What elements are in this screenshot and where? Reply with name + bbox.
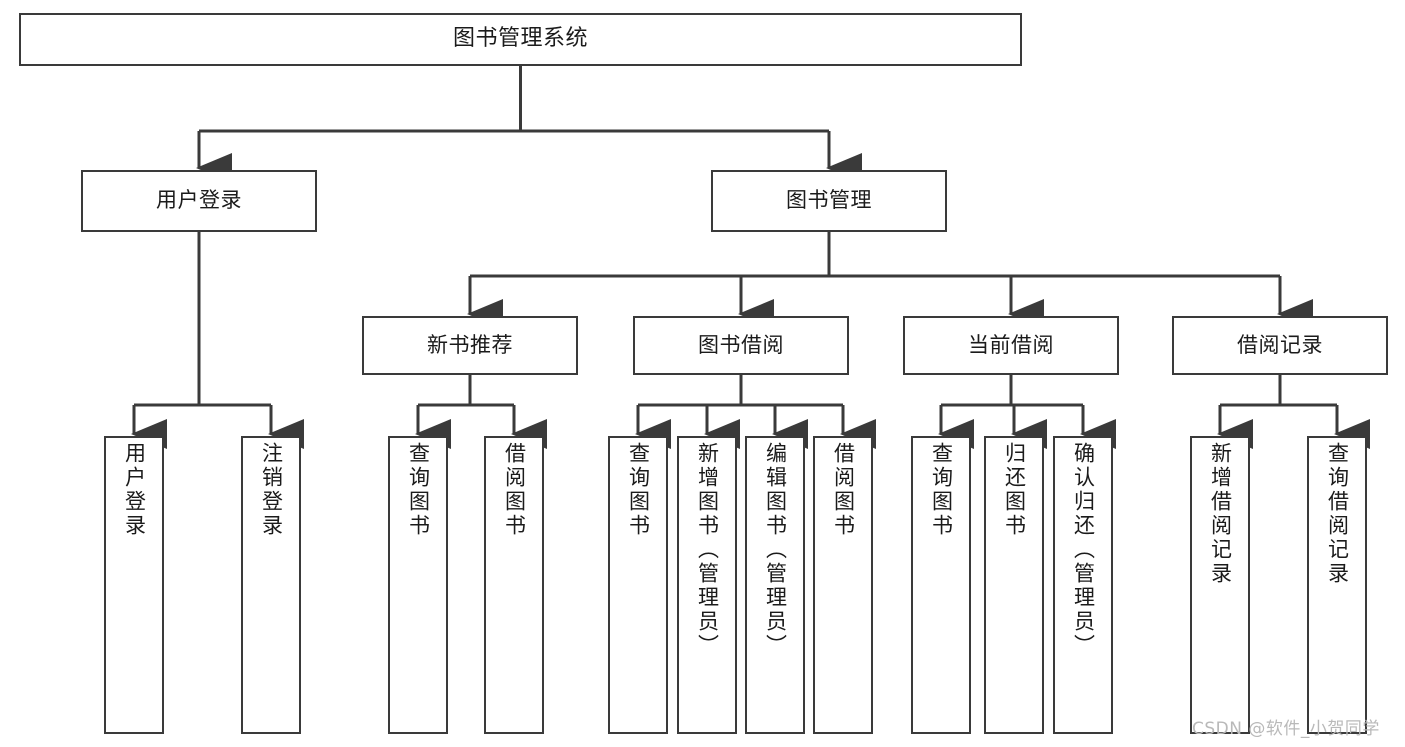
node-leaf-user-login[interactable]: 用户登录	[104, 436, 164, 734]
node-leaf-borrow-book-rec[interactable]: 借阅图书	[484, 436, 544, 734]
node-leaf-add-book[interactable]: 新增图书（管理员）	[677, 436, 737, 734]
node-label: 用户登录	[156, 188, 242, 213]
node-label: 编辑图书（管理员）	[763, 442, 788, 658]
node-label: 借阅图书	[502, 442, 527, 538]
node-label: 查询图书	[406, 442, 431, 538]
node-user-login[interactable]: 用户登录	[81, 170, 317, 232]
node-leaf-user-logout[interactable]: 注销登录	[241, 436, 301, 734]
node-root[interactable]: 图书管理系统	[19, 13, 1022, 66]
node-label: 当前借阅	[968, 332, 1054, 357]
node-leaf-query-book-cur[interactable]: 查询图书	[911, 436, 971, 734]
node-leaf-query-book-rec[interactable]: 查询图书	[388, 436, 448, 734]
node-label: 用户登录	[122, 442, 147, 538]
node-new-book-rec[interactable]: 新书推荐	[362, 316, 578, 375]
csdn-watermark: CSDN @软件_小贺同学	[1192, 719, 1380, 739]
node-label: 借阅记录	[1237, 332, 1323, 357]
node-label: 图书管理	[786, 188, 872, 213]
node-label: 图书借阅	[698, 332, 784, 357]
node-label: 新增图书（管理员）	[695, 442, 720, 658]
node-label: 查询借阅记录	[1325, 442, 1350, 586]
node-label: 借阅图书	[831, 442, 856, 538]
node-label: 新书推荐	[427, 332, 513, 357]
node-leaf-query-record[interactable]: 查询借阅记录	[1307, 436, 1367, 734]
node-current-borrow[interactable]: 当前借阅	[903, 316, 1119, 375]
node-label: 新增借阅记录	[1208, 442, 1233, 586]
node-label: 图书管理系统	[452, 26, 588, 52]
node-label: 查询图书	[626, 442, 651, 538]
node-leaf-borrow-book[interactable]: 借阅图书	[813, 436, 873, 734]
node-label: 注销登录	[259, 442, 284, 538]
node-leaf-edit-book[interactable]: 编辑图书（管理员）	[745, 436, 805, 734]
node-borrow-record[interactable]: 借阅记录	[1172, 316, 1388, 375]
node-leaf-return-book[interactable]: 归还图书	[984, 436, 1044, 734]
node-leaf-add-record[interactable]: 新增借阅记录	[1190, 436, 1250, 734]
node-leaf-query-book-borrow[interactable]: 查询图书	[608, 436, 668, 734]
node-book-borrow[interactable]: 图书借阅	[633, 316, 849, 375]
node-label: 确认归还（管理员）	[1071, 442, 1096, 658]
node-label: 归还图书	[1002, 442, 1027, 538]
node-label: 查询图书	[929, 442, 954, 538]
node-leaf-confirm-return[interactable]: 确认归还（管理员）	[1053, 436, 1113, 734]
node-book-manage[interactable]: 图书管理	[711, 170, 947, 232]
